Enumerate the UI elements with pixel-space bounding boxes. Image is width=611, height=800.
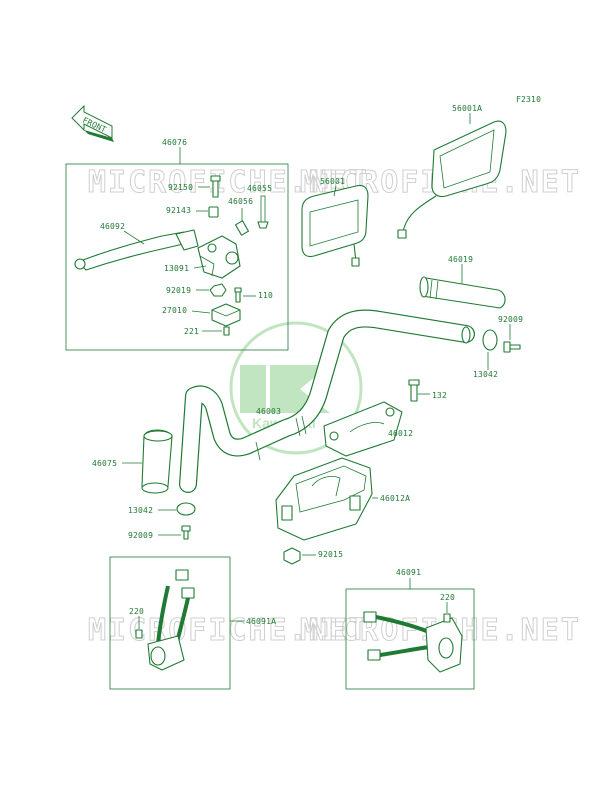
collar-92143-part — [208, 206, 219, 218]
label-46019: 46019 — [448, 255, 473, 264]
label-92015: 92015 — [318, 550, 343, 559]
label-92150: 92150 — [168, 183, 193, 192]
label-13042-right: 13042 — [473, 370, 498, 379]
screw-92009-left-part — [181, 525, 191, 540]
mirror-right-56001A-part — [397, 120, 507, 239]
handlebar-46003-part — [179, 309, 475, 493]
bolt-92150-part — [210, 175, 221, 198]
switch-27010-part — [211, 303, 241, 327]
watermark-bottom: MICROFICHE.NET — [88, 613, 369, 648]
bar-end-weight-13042-right-part — [482, 329, 498, 351]
nut-92015-part — [283, 547, 301, 565]
label-13042-left: 13042 — [128, 506, 153, 515]
switch-housing-left-46091A-part — [147, 569, 195, 671]
clutch-lever-part — [74, 229, 199, 271]
left-lever-group-box — [65, 163, 289, 351]
label-92143: 92143 — [166, 206, 191, 215]
label-46012: 46012 — [388, 429, 413, 438]
figure-code: F2310 — [516, 95, 541, 104]
grip-left-46075-part — [141, 429, 173, 494]
bar-end-weight-13042-left-part — [176, 502, 196, 516]
lever-bracket-13091-part — [197, 235, 241, 279]
throttle-grip-46019-part — [419, 276, 506, 309]
switch-housing-right-46091-part — [363, 611, 463, 673]
pin-46056-part — [234, 220, 250, 236]
label-27010: 27010 — [162, 306, 187, 315]
label-46092: 46092 — [100, 222, 125, 231]
screw-92009-right-part — [503, 341, 521, 353]
screw-46055-part — [257, 195, 269, 229]
bolt-132-part — [408, 379, 420, 402]
label-46003: 46003 — [256, 407, 281, 416]
nut-92019-part — [209, 283, 227, 297]
screw-220-right-part — [443, 613, 451, 623]
screw-110-part — [234, 287, 242, 303]
front-arrow-icon: FRONT — [71, 104, 114, 142]
label-56001: 56001 — [320, 177, 345, 186]
label-221: 221 — [184, 327, 199, 336]
label-110: 110 — [258, 291, 273, 300]
label-46056: 46056 — [228, 197, 253, 206]
label-92009-right: 92009 — [498, 315, 523, 324]
label-132: 132 — [432, 391, 447, 400]
label-92009-left: 92009 — [128, 531, 153, 540]
label-46076: 46076 — [162, 138, 187, 147]
label-46075: 46075 — [92, 459, 117, 468]
label-46012A: 46012A — [380, 494, 410, 503]
left-switch-group-box — [109, 556, 231, 690]
mirror-left-56001-part — [301, 184, 369, 267]
label-46091: 46091 — [396, 568, 421, 577]
label-220-right: 220 — [440, 593, 455, 602]
label-46055: 46055 — [247, 184, 272, 193]
screw-220-left-part — [135, 629, 143, 639]
label-46091A: 46091A — [246, 617, 276, 626]
label-220-left: 220 — [129, 607, 144, 616]
label-92019: 92019 — [166, 286, 191, 295]
label-13091: 13091 — [164, 264, 189, 273]
label-56001A: 56001A — [452, 104, 482, 113]
holder-upper-46012-part — [323, 401, 403, 457]
holder-lower-46012A-part — [275, 457, 373, 541]
screw-221-part — [223, 326, 230, 336]
